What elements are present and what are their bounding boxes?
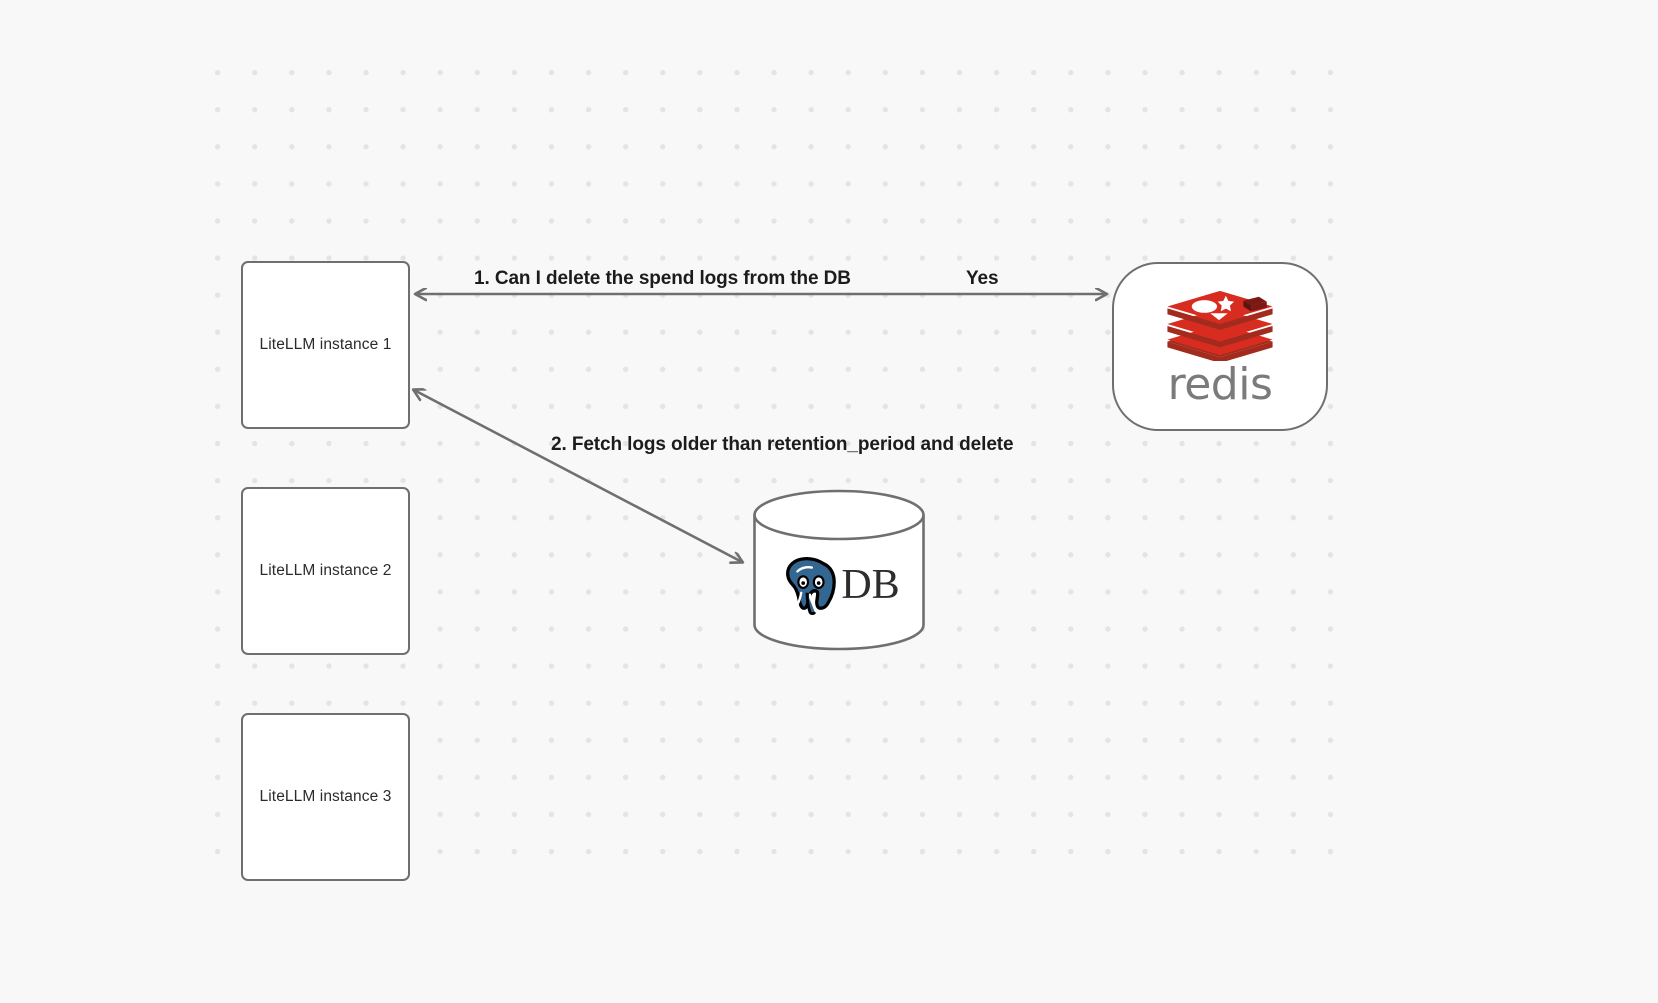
node-redis[interactable]: redis [1112, 262, 1328, 431]
database-cylinder-shape [753, 489, 925, 651]
edge-label-step-1-reply: Yes [966, 268, 999, 289]
node-litellm-instance-1[interactable]: LiteLLM instance 1 [241, 261, 410, 429]
node-litellm-instance-3[interactable]: LiteLLM instance 3 [241, 713, 410, 881]
node-database[interactable]: DB [752, 489, 926, 651]
edge-label-step-1: 1. Can I delete the spend logs from the … [474, 268, 851, 289]
node-litellm-instance-1-label: LiteLLM instance 1 [259, 335, 392, 353]
edge-step-2 [414, 390, 742, 562]
postgresql-elephant-icon [786, 556, 837, 616]
redis-wordmark-label: redis [1167, 358, 1273, 410]
node-litellm-instance-2-label: LiteLLM instance 2 [259, 561, 392, 579]
node-litellm-instance-2[interactable]: LiteLLM instance 2 [241, 487, 410, 655]
node-litellm-instance-3-label: LiteLLM instance 3 [259, 787, 392, 805]
edge-label-step-2: 2. Fetch logs older than retention_perio… [551, 434, 1014, 455]
database-label: DB [841, 562, 900, 608]
redis-logo-icon [1167, 290, 1273, 361]
